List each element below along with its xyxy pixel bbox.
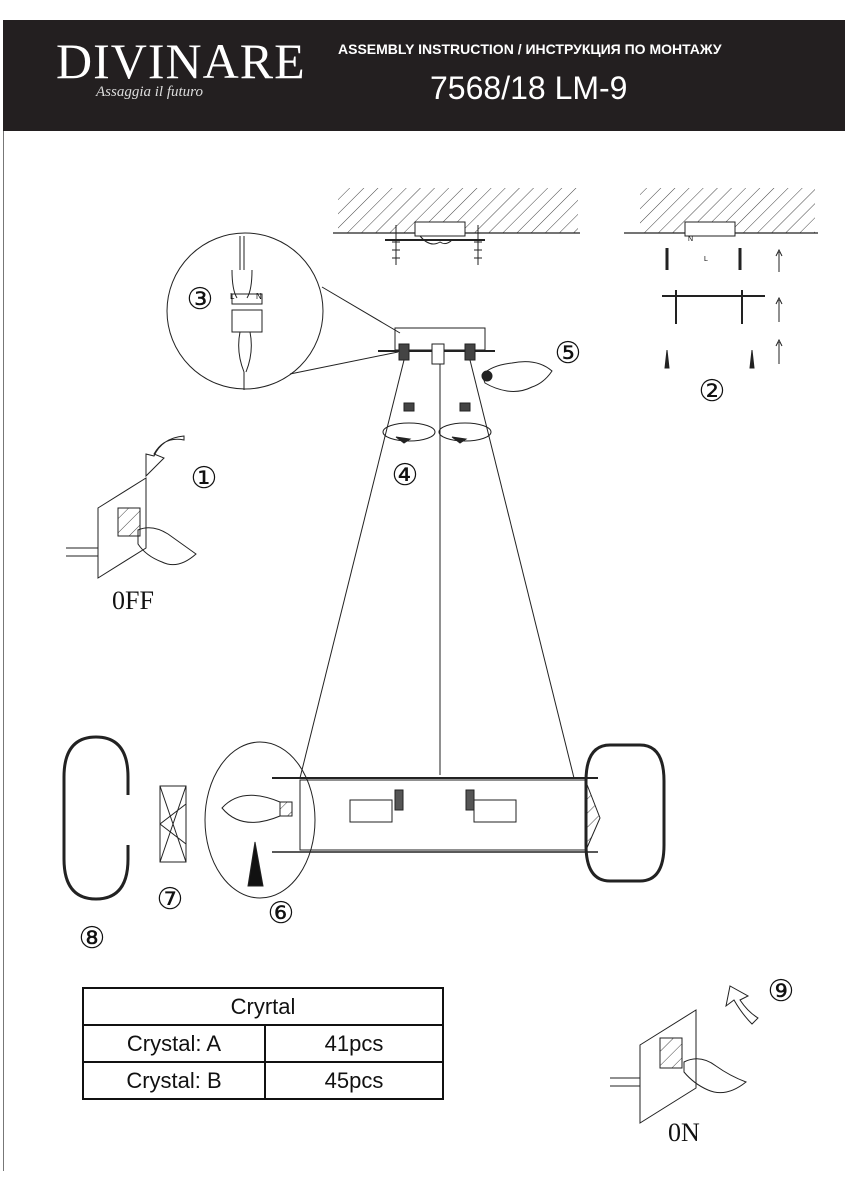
crystal-a-name: Crystal: A xyxy=(82,1024,266,1063)
page-border xyxy=(3,131,4,1171)
step-8-number: ⑧ xyxy=(78,922,106,955)
document-subtitle: ASSEMBLY INSTRUCTION / ИНСТРУКЦИЯ ПО МОН… xyxy=(338,41,722,57)
suspension-wires xyxy=(299,359,575,779)
step-9-number: ⑨ xyxy=(767,975,795,1008)
hand-icon xyxy=(481,361,553,392)
switch-off-label: 0FF xyxy=(112,586,154,615)
step-4-number: ④ xyxy=(391,459,419,492)
switch-off xyxy=(66,435,197,579)
brand-logo: DIVINARE xyxy=(56,33,306,89)
crystal-table-title: Cryrtal xyxy=(82,987,444,1026)
step-3-number: ③ xyxy=(186,283,214,316)
step-6-number: ⑥ xyxy=(267,897,295,930)
crystal-part xyxy=(159,785,187,863)
crystal-b-name: Crystal: B xyxy=(82,1061,266,1100)
step-7-number: ⑦ xyxy=(156,883,184,916)
terminal-l-label: L xyxy=(230,292,235,301)
ceiling-l-label: L xyxy=(704,256,708,263)
table-row: Crystal: B 45pcs xyxy=(82,1061,444,1100)
fixture-body xyxy=(272,777,601,853)
header-bar xyxy=(3,20,845,131)
bulb-detail xyxy=(204,741,316,899)
table-row: Crystal: A 41pcs xyxy=(82,1024,444,1063)
step-5-number: ⑤ xyxy=(554,337,582,370)
ceiling-n-label: N xyxy=(688,236,694,243)
terminal-n-label: N xyxy=(256,292,262,301)
model-number: 7568/18 LM-9 xyxy=(430,70,628,106)
step-1-number: ① xyxy=(190,462,218,495)
ring-part xyxy=(62,735,666,901)
rotation-arrows xyxy=(382,402,492,444)
bracket-sequence xyxy=(624,188,818,369)
crystal-b-count: 45pcs xyxy=(264,1061,444,1100)
wiring-detail xyxy=(166,232,401,390)
brand-tagline: Assaggia il futuro xyxy=(96,84,203,100)
ceiling-mount xyxy=(333,188,580,265)
step-2-number: ② xyxy=(698,375,726,408)
switch-on xyxy=(610,985,759,1124)
crystal-a-count: 41pcs xyxy=(264,1024,444,1063)
canopy xyxy=(378,327,495,365)
switch-on-label: 0N xyxy=(668,1118,700,1147)
crystal-table: Cryrtal Crystal: A 41pcs Crystal: B 45pc… xyxy=(82,987,444,1100)
